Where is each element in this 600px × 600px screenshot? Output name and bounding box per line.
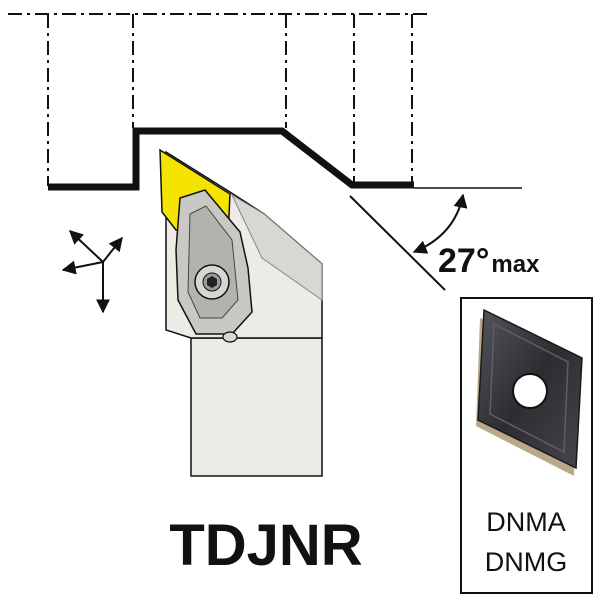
hex-socket-icon <box>207 276 217 288</box>
model-title: TDJNR <box>169 513 362 578</box>
machined-profile <box>48 127 414 191</box>
angle-trailing-line <box>349 195 446 291</box>
angle-suffix: max <box>491 251 540 278</box>
tool-holder <box>159 148 323 477</box>
holder-shank <box>190 337 323 477</box>
diamond-insert-icon <box>476 308 583 476</box>
bottom-screw <box>222 331 238 343</box>
holder-head-facet <box>230 193 323 301</box>
angle-dimension-arc <box>412 193 468 254</box>
insert-photo-box: DNMA DNMG <box>460 297 593 594</box>
angle-value: 27° <box>438 242 489 280</box>
angle-label: 27°max <box>438 242 540 280</box>
feed-direction-arrows-icon <box>61 230 123 314</box>
workpiece-outline <box>8 13 432 186</box>
insert-code-1: DNMA <box>486 507 566 537</box>
insert-code-2: DNMG <box>485 547 568 577</box>
